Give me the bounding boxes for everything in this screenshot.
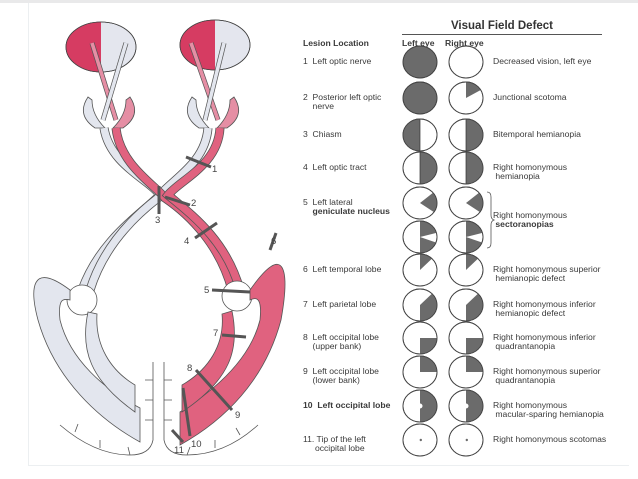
lesion-label-7: 7 — [213, 328, 218, 339]
defect-description: quadrantanopia — [493, 375, 556, 385]
right-eye-field — [448, 220, 484, 254]
left-eye-field — [402, 45, 438, 79]
lesion-location-text: 4 Left optic tract — [303, 162, 367, 172]
defect-description: hemianopic defect — [493, 308, 566, 318]
lesion-location-text: geniculate nucleus — [303, 206, 390, 216]
defect-description: hemianopic defect — [493, 273, 566, 283]
lesion-label-1: 1 — [212, 164, 217, 175]
lesion-label-6: 6 — [271, 236, 276, 247]
lesion-location-text: 5 Left lateral — [303, 197, 353, 207]
defect-description: quadrantanopia — [493, 341, 556, 351]
lesion-location-text: 6 Left temporal lobe — [303, 264, 382, 274]
lesion-label-8: 8 — [187, 363, 192, 374]
top-bar — [0, 0, 638, 3]
lesion-label-10: 10 — [191, 439, 202, 450]
right-eye-field — [448, 81, 484, 115]
left-eye-field — [402, 423, 438, 457]
lesion-location-text: 8 Left occipital lobe — [303, 332, 379, 342]
right-eye-field — [448, 288, 484, 322]
optic-radiations — [33, 264, 286, 446]
left-eye-header: Left eye — [402, 38, 435, 48]
defect-description: Right homonymous superior — [493, 366, 601, 376]
lesion-location-text: 11. Tip of the left — [303, 434, 366, 444]
lesion-location-text: 1 Left optic nerve — [303, 56, 372, 66]
right-eye-field — [448, 118, 484, 152]
lesion-label-2: 2 — [191, 198, 196, 209]
defect-description: Right homonymous inferior — [493, 299, 596, 309]
retina-cups — [82, 96, 240, 129]
right-eye-header: Right eye — [445, 38, 484, 48]
defect-description: Right homonymous scotomas — [493, 434, 607, 444]
lesion-location-text: 7 Left parietal lobe — [303, 299, 377, 309]
visual-pathway-diagram: 1 2 3 4 5 6 7 8 9 10 11 — [33, 19, 286, 456]
lesion-label-5: 5 — [204, 285, 209, 296]
visual-field-defect-title: Visual Field Defect — [402, 20, 602, 35]
left-eye-field — [402, 288, 438, 322]
right-eye-field — [448, 186, 484, 220]
defect-description: macular-sparing hemianopia — [493, 409, 604, 419]
defect-description: Decreased vision, left eye — [493, 56, 592, 66]
lesion-markers — [157, 155, 278, 444]
defect-description: sectoranopias — [493, 219, 554, 229]
lesion-location-header: Lesion Location — [303, 38, 369, 48]
left-eye-field — [402, 253, 438, 287]
lesion-label-9: 9 — [235, 410, 240, 421]
right-eye-field — [448, 389, 484, 423]
lesion-location-text: occipital lobe — [303, 443, 365, 453]
left-eye-field — [402, 118, 438, 152]
lesion-location-text: 3 Chiasm — [303, 129, 342, 139]
lesion-location-text: 9 Left occipital lobe — [303, 366, 379, 376]
defect-description: Right homonymous — [493, 162, 568, 172]
left-eye-field — [402, 389, 438, 423]
right-eye-field — [448, 423, 484, 457]
lesion-location-text: (upper bank) — [303, 341, 362, 351]
right-eye-field — [448, 151, 484, 185]
ray-arrows — [89, 42, 227, 121]
lesion-label-3: 3 — [155, 215, 160, 226]
defect-description: Right homonymous — [493, 400, 568, 410]
left-eye-field — [402, 321, 438, 355]
lesion-location-text: 2 Posterior left optic — [303, 92, 382, 102]
lesion-label-4: 4 — [184, 236, 189, 247]
right-eye-field — [448, 45, 484, 79]
left-eye-field — [402, 151, 438, 185]
right-eye-field — [448, 321, 484, 355]
lesion-location-text: (lower bank) — [303, 375, 360, 385]
right-eye-field — [448, 355, 484, 389]
lesion-label-11: 11 — [174, 445, 184, 456]
lesion-location-text: nerve — [303, 101, 335, 111]
left-eye-field — [402, 186, 438, 220]
figure-frame — [28, 3, 629, 466]
lesion-location-text: 10 Left occipital lobe — [303, 400, 391, 410]
defect-description: Junctional scotoma — [493, 92, 567, 102]
left-eye-field — [402, 220, 438, 254]
defect-description: hemianopia — [493, 171, 540, 181]
defect-description: Right homonymous inferior — [493, 332, 596, 342]
left-lgn — [66, 284, 98, 316]
occipital-outline — [59, 362, 259, 456]
left-eye-field — [402, 81, 438, 115]
left-eye-field — [402, 355, 438, 389]
defect-description: Right homonymous — [493, 210, 568, 220]
right-eye-field — [448, 253, 484, 287]
defect-description: Right homonymous superior — [493, 264, 601, 274]
defect-description: Bitemporal hemianopia — [493, 129, 581, 139]
